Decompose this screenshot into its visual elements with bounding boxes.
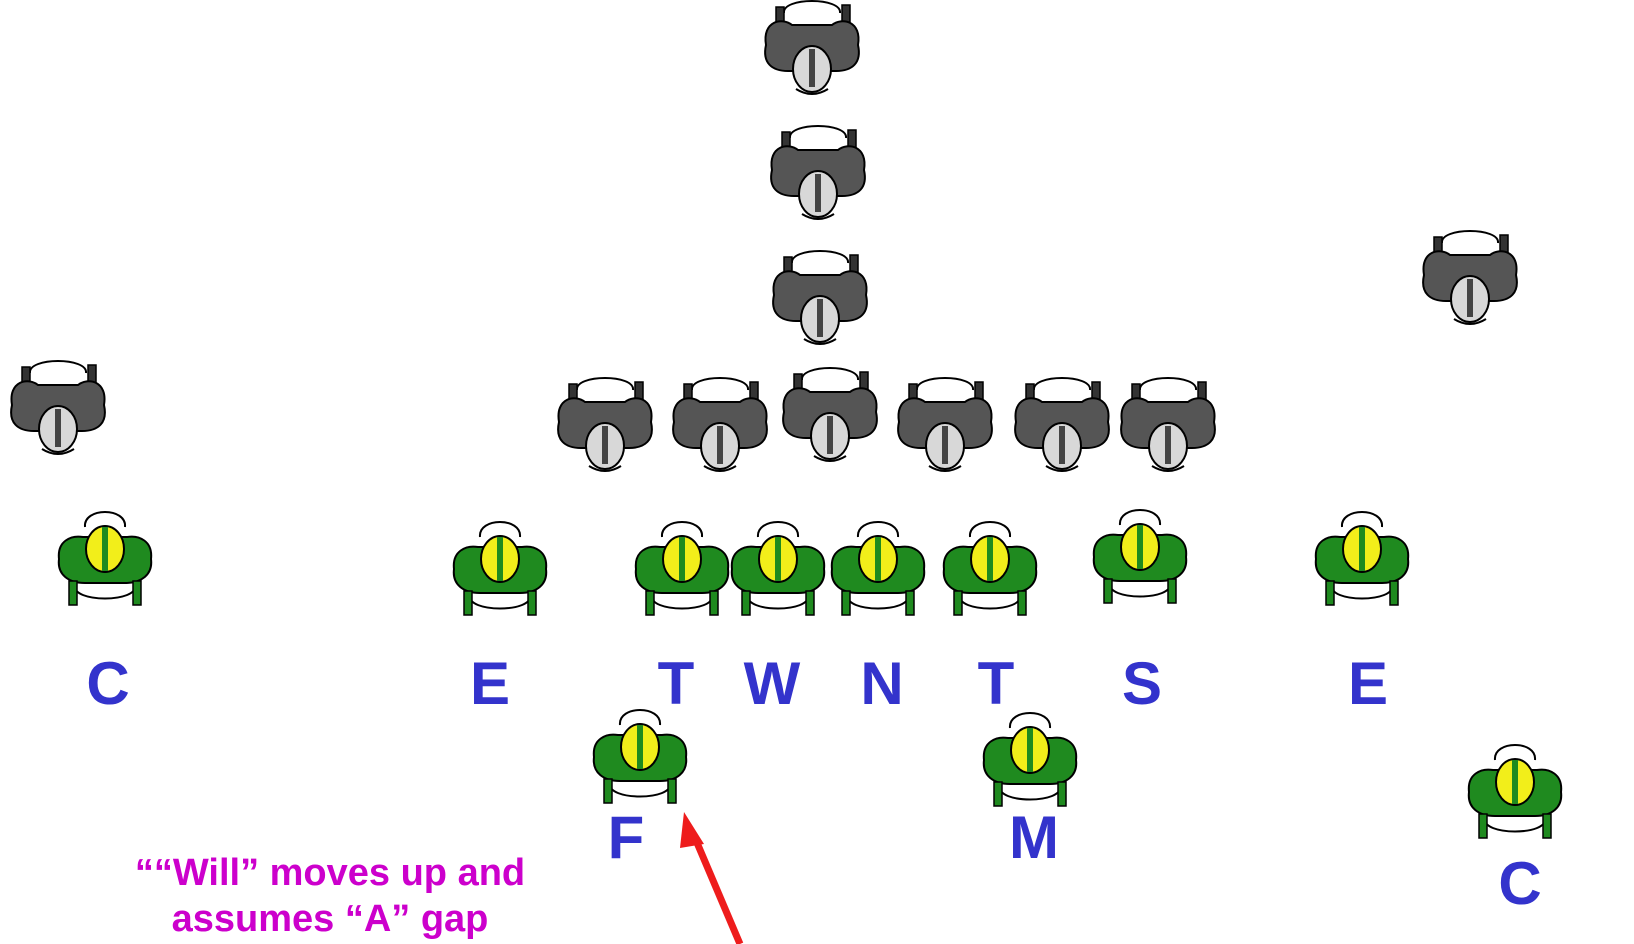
offensive-player-icon (672, 377, 768, 472)
label-e-right: E (1347, 650, 1389, 717)
defensive-player-icon (592, 709, 688, 804)
offensive-player-icon (764, 0, 860, 95)
label-m: M (1009, 804, 1059, 871)
offensive-player-icon (897, 377, 993, 472)
defensive-player-icon (982, 712, 1078, 807)
label-t-left: T (657, 650, 695, 717)
label-w: W (743, 650, 801, 717)
offensive-player-icon (557, 377, 653, 472)
defensive-player-icon (730, 521, 826, 616)
defensive-player-icon (57, 511, 153, 606)
label-c-right: C (1498, 850, 1542, 917)
defensive-player-icon (1467, 744, 1563, 839)
label-f: F (607, 804, 645, 871)
defensive-player-icon (1092, 509, 1188, 604)
offensive-player-icon (772, 250, 868, 345)
defensive-player-icon (452, 521, 548, 616)
label-c-left: C (86, 650, 130, 717)
defensive-player-icon (942, 521, 1038, 616)
offensive-player-icon (1014, 377, 1110, 472)
label-n: N (860, 650, 904, 717)
coaching-note: ““Will” moves up and assumes “A” gap (60, 850, 600, 942)
offensive-player-icon (1422, 230, 1518, 325)
coaching-note-line: assumes “A” gap (171, 898, 489, 940)
offensive-player-icon (10, 360, 106, 455)
defensive-player-icon (1314, 511, 1410, 606)
defensive-player-icon (830, 521, 926, 616)
movement-arrow (680, 812, 744, 944)
label-t-right: T (977, 650, 1015, 717)
label-s: S (1121, 650, 1163, 717)
offensive-player-icon (782, 367, 878, 462)
offensive-player-icon (1120, 377, 1216, 472)
offensive-player-icon (770, 125, 866, 220)
label-e-left: E (469, 650, 511, 717)
coaching-note-line: ““Will” moves up and (134, 852, 526, 894)
defensive-player-icon (634, 521, 730, 616)
